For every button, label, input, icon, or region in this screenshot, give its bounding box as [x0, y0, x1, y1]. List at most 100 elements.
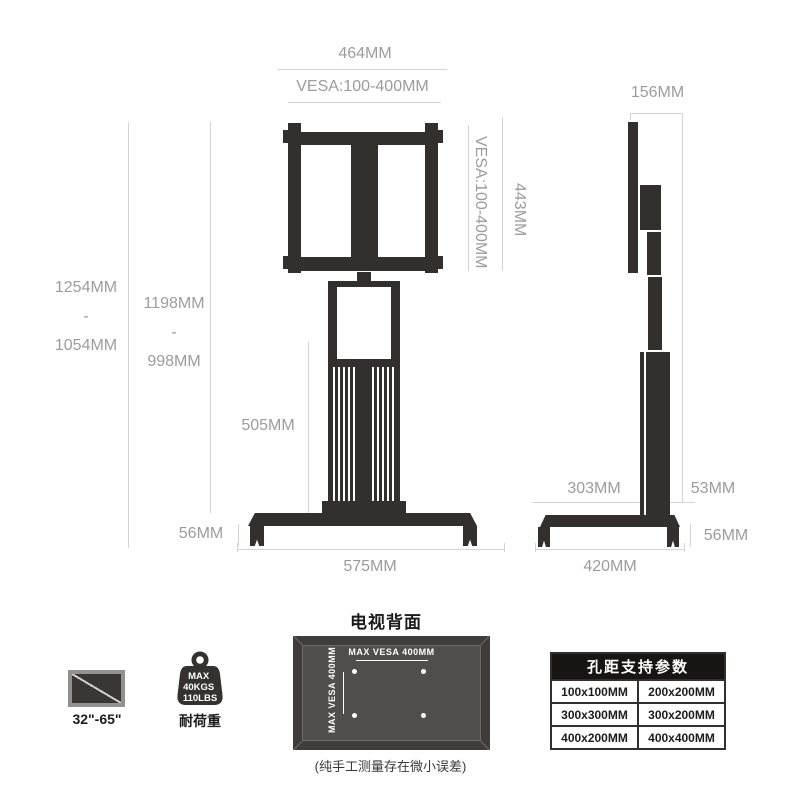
- table-cell: 200x200MM: [637, 679, 726, 704]
- tv-back-panel: MAX VESA 400MM MAX VESA 400MM: [293, 635, 490, 751]
- dim-line-height-inner: [210, 122, 211, 513]
- dim-label-depth-top: 156MM: [630, 84, 685, 101]
- weight-max: MAX: [188, 671, 210, 682]
- dim-tick-wheel-front: [238, 524, 239, 546]
- dim-label-base-side: 420MM: [583, 558, 637, 575]
- table-cell: 100x100MM: [550, 679, 639, 704]
- dim-tick-base-front-right: [504, 543, 505, 552]
- weight-lbs: 110LBS: [183, 693, 217, 704]
- wheel-front-left: [250, 526, 264, 546]
- panel-max-vesa-horizontal: MAX VESA 400MM: [348, 647, 435, 657]
- dim-tick-base-side-left: [535, 543, 536, 552]
- vesa-frame-left-bar: [288, 123, 301, 273]
- table-row: 400x200MM 400x400MM: [550, 725, 726, 750]
- height-inner-sep: -: [171, 323, 177, 341]
- dim-line-base-front-offset: [532, 502, 640, 503]
- dim-label-wheel-side: 56MM: [703, 527, 749, 544]
- side-bracket-lower: [647, 232, 661, 275]
- height-outer-min: 1054MM: [54, 336, 118, 354]
- tv-back-title: 电视背面: [350, 613, 422, 632]
- dim-line-vesa-top: [288, 102, 441, 103]
- dim-line-base-front: [237, 549, 505, 550]
- weight-label: 耐荷重: [179, 713, 221, 729]
- dim-tick-depth-left: [630, 113, 631, 120]
- base-front: [248, 513, 477, 526]
- dim-line-column-depth: [670, 502, 695, 503]
- dim-label-top-width: 464MM: [338, 45, 392, 62]
- dim-tick-base-side-right: [684, 543, 685, 552]
- height-outer-sep: -: [83, 307, 89, 325]
- dim-line-column: [308, 342, 309, 513]
- vesa-frame-right-bar: [425, 123, 438, 273]
- table-cell: 300x200MM: [637, 702, 726, 727]
- table-title: 孔距支持参数: [550, 652, 726, 681]
- dim-label-vesa-top: VESA:100-400MM: [296, 78, 429, 95]
- dim-label-height-outer: 1254MM - 1054MM: [40, 274, 132, 360]
- dim-line-mount-height: [502, 117, 503, 271]
- vesa-frame-screw-tab-br: [438, 256, 443, 269]
- weight-kgs: 40KGS: [183, 682, 214, 693]
- wheel-front-right: [463, 526, 477, 546]
- column-slots-left: [333, 367, 358, 505]
- table-cell: 400x200MM: [550, 725, 639, 750]
- column-window: [337, 287, 391, 359]
- base-side: [540, 515, 680, 527]
- table-header-row: 孔距支持参数: [550, 652, 726, 681]
- panel-max-vesa-vertical: MAX VESA 400MM: [327, 646, 337, 733]
- vesa-frame-top-bar: [301, 132, 425, 145]
- column-telescopic-section: [328, 367, 400, 505]
- column-neck: [357, 272, 371, 283]
- dim-label-base-front: 575MM: [343, 558, 397, 575]
- side-column-lower: [640, 352, 670, 515]
- panel-bevel-tl: [293, 635, 303, 646]
- vesa-support-table: 孔距支持参数 100x100MM 200x200MM 300x300MM 300…: [550, 652, 726, 750]
- dim-line-base-side: [535, 549, 685, 550]
- side-mount-plate: [628, 122, 638, 273]
- dim-line-height-outer: [128, 122, 129, 548]
- screen-diagonal-icon: [72, 674, 121, 703]
- dim-label-wheel-front: 56MM: [178, 525, 224, 542]
- dim-label-mount-height: 443MM: [511, 183, 529, 237]
- vesa-frame-bottom-bar: [301, 257, 425, 271]
- vesa-frame-screw-tab-bl: [283, 256, 288, 269]
- panel-vesa-v-line: [343, 672, 344, 714]
- column-upper-housing: [328, 281, 400, 367]
- vesa-hole-br: [421, 713, 426, 718]
- vesa-frame-center-column: [351, 143, 378, 259]
- dim-tick-base-front-left: [237, 543, 238, 552]
- side-bracket-upper: [640, 185, 661, 230]
- measurement-note: (纯手工测量存在微小误差): [314, 759, 467, 774]
- table-cell: 400x400MM: [637, 725, 726, 750]
- wheel-side-right: [667, 527, 679, 547]
- panel-bevel-tr: [480, 635, 490, 646]
- dim-line-vesa-side: [468, 125, 469, 271]
- column-foot: [322, 501, 406, 514]
- vesa-frame-screw-tab-tr: [438, 130, 443, 143]
- column-slots-right: [372, 367, 397, 505]
- wheel-side-left: [538, 527, 550, 547]
- dim-line-back-reference: [682, 113, 683, 502]
- panel-bevel-br: [480, 740, 490, 751]
- side-column-seam: [644, 352, 646, 515]
- panel-vesa-h-line: [356, 660, 428, 661]
- height-inner-min: 998MM: [147, 352, 201, 370]
- screen-size-label: 32"-65": [72, 711, 122, 727]
- dim-label-base-front-offset: 303MM: [567, 480, 621, 497]
- screen-size-icon: [68, 670, 125, 707]
- side-column-upper: [648, 277, 662, 350]
- dim-line-depth-top: [630, 113, 683, 114]
- dim-tick-wheel-side: [690, 524, 691, 547]
- vesa-hole-tl: [352, 669, 357, 674]
- tv-back-panel-face: [302, 645, 481, 741]
- dim-label-vesa-side: VESA:100-400MM: [472, 135, 490, 269]
- table-row: 300x300MM 300x200MM: [550, 702, 726, 727]
- height-outer-max: 1254MM: [54, 279, 118, 296]
- vesa-hole-tr: [421, 669, 426, 674]
- dim-line-top-width: [278, 69, 447, 70]
- dim-label-height-inner: 1198MM - 998MM: [131, 290, 217, 376]
- vesa-frame-screw-tab-tl: [283, 130, 288, 143]
- weight-icon: MAX 40KGS 110LBS: [177, 651, 223, 705]
- dim-label-column: 505MM: [241, 417, 295, 434]
- dim-label-column-depth: 53MM: [690, 480, 736, 497]
